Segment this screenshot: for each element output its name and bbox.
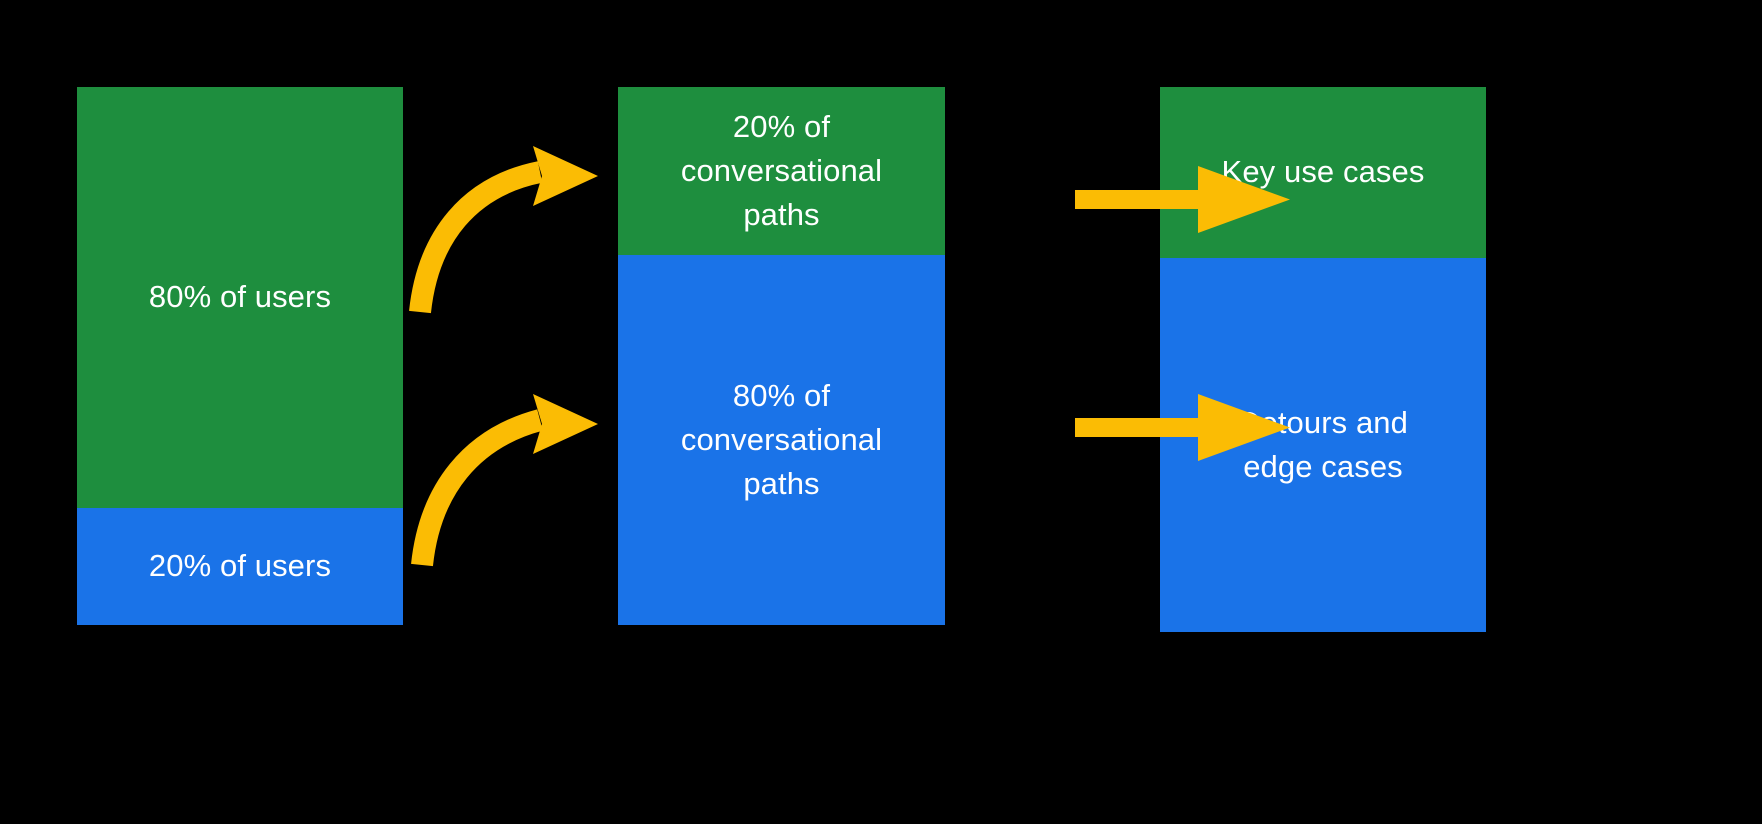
segment-label: 80% of conversational paths xyxy=(680,377,883,501)
segment-label: 20% of users xyxy=(148,548,332,584)
segment-20-percent-users: 20% of users xyxy=(77,508,403,625)
segment-label: Key use cases xyxy=(1221,154,1425,190)
segment-label: Detours and edge cases xyxy=(1238,404,1408,484)
column-users: 80% of users 20% of users xyxy=(77,87,403,625)
segment-key-use-cases: Key use cases xyxy=(1160,87,1486,258)
segment-detours-and-edge-cases: Detours and edge cases xyxy=(1160,258,1486,632)
segment-20-percent-conversational-paths: 20% of conversational paths xyxy=(618,87,945,255)
column-use-cases: Key use cases Detours and edge cases xyxy=(1160,87,1486,632)
segment-80-percent-users: 80% of users xyxy=(77,87,403,508)
curved-arrow-icon-top xyxy=(409,146,598,314)
segment-80-percent-conversational-paths: 80% of conversational paths xyxy=(618,255,945,625)
column-conversational-paths: 20% of conversational paths 80% of conve… xyxy=(618,87,945,625)
segment-label: 80% of users xyxy=(148,279,332,315)
curved-arrow-icon-bottom xyxy=(411,394,598,567)
segment-label: 20% of conversational paths xyxy=(680,108,883,232)
